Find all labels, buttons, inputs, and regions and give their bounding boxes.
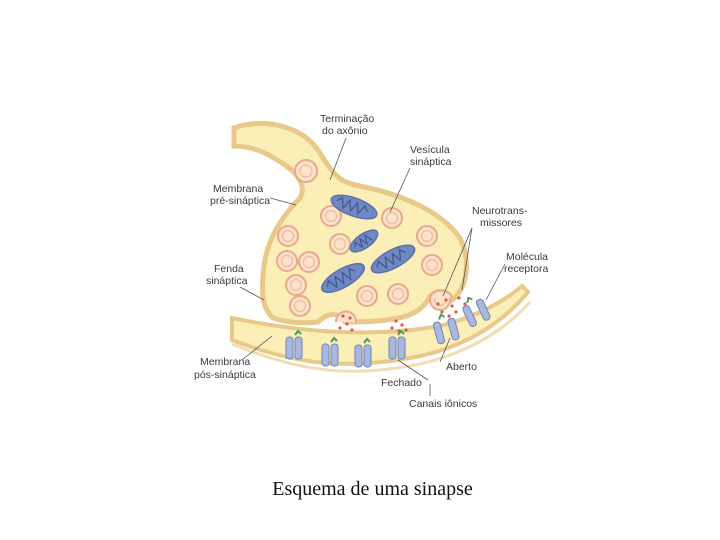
label-fechado: Fechado bbox=[381, 377, 422, 389]
label-fenda: Fenda bbox=[214, 263, 244, 275]
vesicle bbox=[295, 160, 317, 182]
figure-caption: Esquema de uma sinapse bbox=[0, 478, 720, 501]
label-fenda-2: sináptica bbox=[206, 275, 248, 287]
vesicle bbox=[277, 251, 297, 271]
label-neurotransmissores-2: missores bbox=[480, 217, 522, 229]
label-molecula: Molécula bbox=[506, 251, 548, 263]
label-membrana-pos: Membrana bbox=[200, 356, 250, 368]
vesicle bbox=[417, 226, 437, 246]
label-molecula-2: receptora bbox=[504, 263, 549, 275]
label-canais: Canais iônicos bbox=[409, 398, 477, 410]
vesicle bbox=[330, 234, 350, 254]
label-membrana-pre-2: pré-sináptica bbox=[210, 195, 270, 207]
label-membrana-pre: Membrana bbox=[213, 183, 263, 195]
label-terminacao: Terminação bbox=[320, 113, 374, 125]
label-vesicula-2: sináptica bbox=[410, 156, 452, 168]
vesicle bbox=[286, 275, 306, 295]
vesicle bbox=[290, 296, 310, 316]
vesicle bbox=[299, 252, 319, 272]
vesicle bbox=[357, 286, 377, 306]
vesicle bbox=[278, 226, 298, 246]
vesicle bbox=[388, 284, 408, 304]
label-vesicula: Vesícula bbox=[410, 144, 450, 156]
label-terminacao-2: do axônio bbox=[322, 125, 368, 137]
vesicle bbox=[382, 208, 402, 228]
label-membrana-pos-2: pós-sináptica bbox=[194, 369, 256, 381]
label-aberto: Aberto bbox=[446, 361, 477, 373]
vesicle bbox=[422, 255, 442, 275]
label-neurotransmissores: Neurotrans- bbox=[472, 205, 528, 217]
